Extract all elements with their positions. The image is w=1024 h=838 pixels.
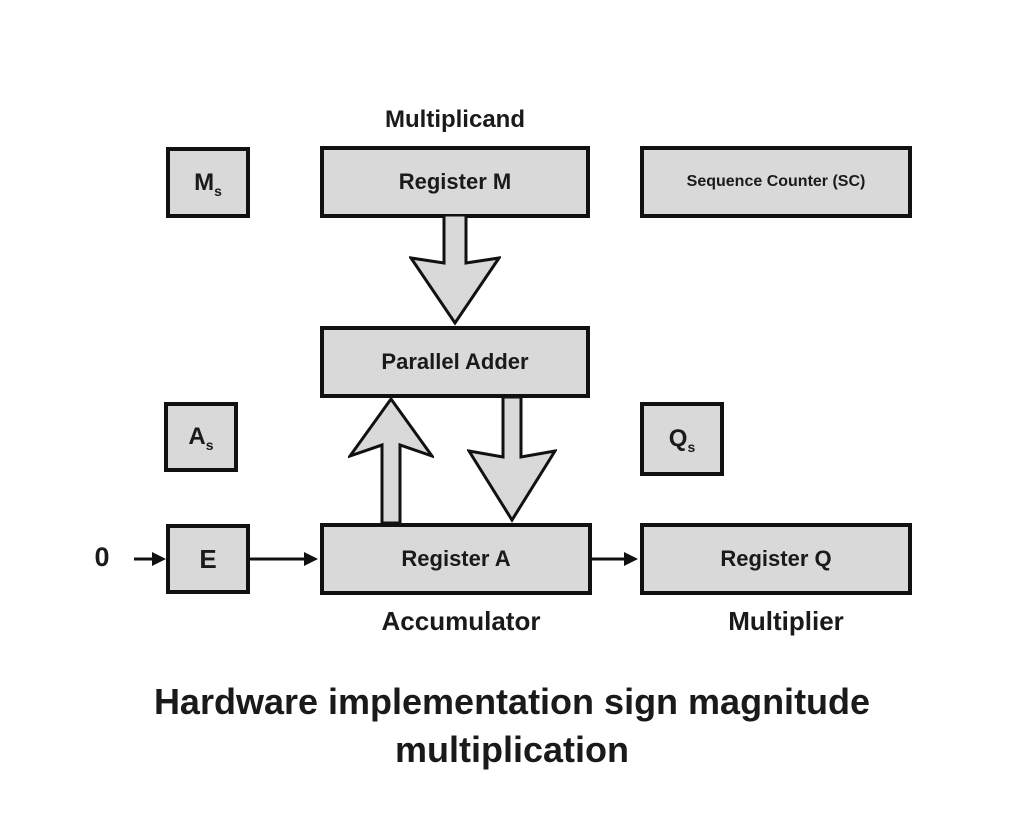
e-to-register-a-arrow	[250, 552, 318, 566]
register-a-box: Register A	[320, 523, 592, 595]
accumulator-label: Accumulator	[381, 606, 541, 636]
register-a-label: Register A	[401, 546, 511, 571]
ms-label: Ms	[194, 168, 222, 199]
e-label: E	[199, 543, 217, 574]
parallel-adder-box: Parallel Adder	[320, 326, 590, 398]
parallel-adder-label: Parallel Adder	[381, 349, 529, 374]
zero-input-label: 0	[94, 542, 110, 572]
multiplicand-label: Multiplicand	[385, 106, 525, 133]
register-q-label: Register Q	[720, 546, 832, 571]
sequence-counter-box: Sequence Counter (SC)	[640, 146, 912, 218]
register-a-to-register-q-arrow	[592, 552, 638, 566]
qs-sign-box: Qs	[640, 402, 724, 476]
register-m-label: Register M	[398, 169, 512, 194]
diagram-title-line1: Hardware implementation sign magnitude	[153, 681, 871, 722]
register-q-box: Register Q	[640, 523, 912, 595]
qs-label: Qs	[668, 425, 696, 455]
parallel-adder-to-register-a-arrow	[467, 396, 557, 523]
register-m-box: Register M	[320, 146, 590, 218]
sequence-counter-label: Sequence Counter (SC)	[686, 173, 866, 190]
diagram-title: Hardware implementation sign magnitude m…	[0, 678, 1024, 774]
zero-to-e-arrow	[134, 552, 166, 566]
as-label: As	[188, 423, 214, 453]
multiplier-label: Multiplier	[728, 606, 844, 636]
register-a-to-parallel-adder-arrow	[348, 397, 434, 525]
diagram-title-line2: multiplication	[395, 729, 629, 770]
ms-sign-box: Ms	[166, 147, 250, 218]
as-sign-box: As	[164, 402, 238, 472]
e-flipflop-box: E	[166, 524, 250, 594]
register-m-to-parallel-adder-arrow	[409, 214, 501, 326]
